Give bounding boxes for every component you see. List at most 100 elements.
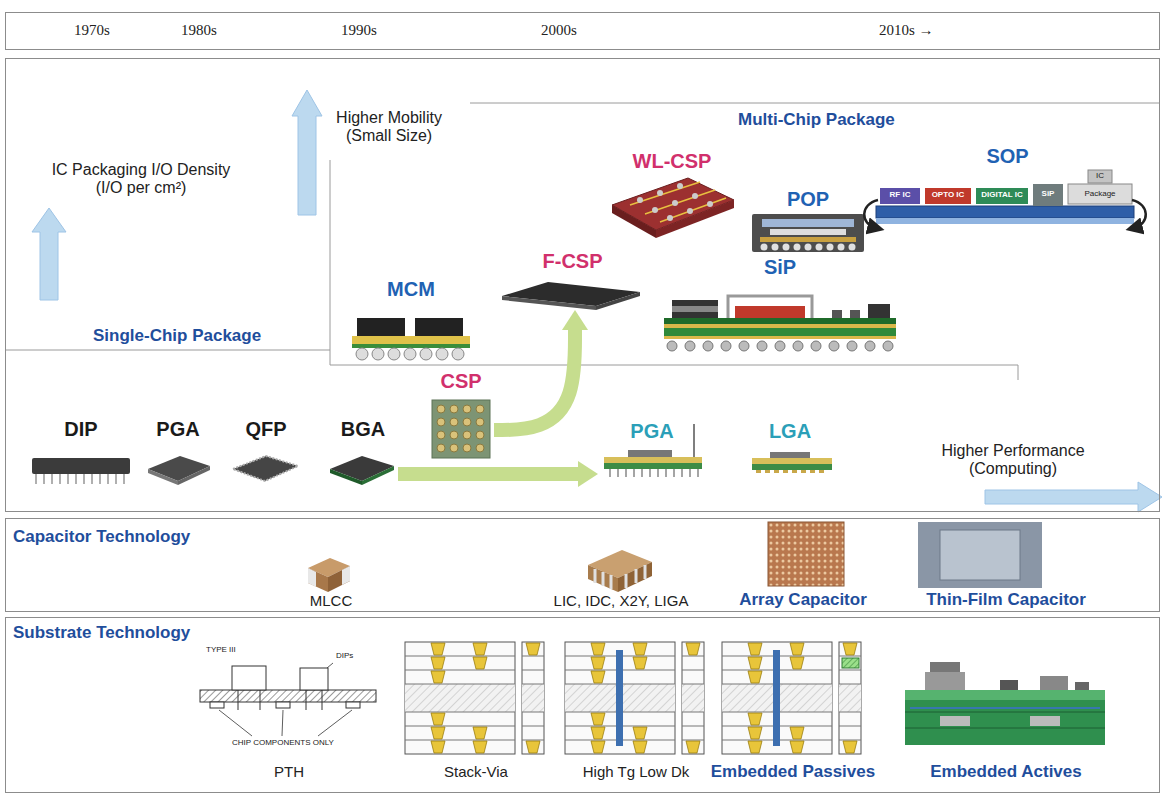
mcm-picture [372, 348, 384, 360]
wlcsp-picture [630, 182, 726, 222]
pop-picture [752, 214, 864, 252]
embedded-passives-picture [842, 658, 859, 668]
sop-picture [876, 218, 1134, 224]
packaging-panel: IC Packaging I/O Density (I/O per cm²)Hi… [5, 58, 1160, 512]
timeline-label: 2000s [541, 22, 577, 39]
sip-picture [703, 341, 713, 351]
mcm-picture [360, 320, 362, 336]
fine-print: DIGITAL IC [981, 191, 1022, 200]
sip-picture [728, 296, 812, 318]
wlcsp-picture [672, 200, 678, 206]
package-label: LGA [769, 420, 811, 442]
csp-picture [476, 444, 484, 452]
flow-arrow [494, 326, 575, 430]
sip-picture [865, 341, 875, 351]
flow-arrow [398, 467, 582, 481]
sip-picture [672, 300, 718, 306]
mlcc-picture [308, 568, 316, 587]
bga-picture [330, 469, 362, 485]
package-label: PGA [630, 420, 673, 442]
sip-picture [847, 341, 857, 351]
csp-picture [450, 405, 458, 413]
package-item: POP [750, 186, 866, 254]
sip-picture [664, 328, 896, 336]
pga-substrate-picture [610, 469, 698, 477]
wlcsp-picture [612, 205, 656, 238]
package-item: F-CSP [500, 248, 645, 310]
mcm-picture [352, 344, 470, 348]
sop-picture [1088, 170, 1112, 183]
pop-picture [761, 244, 856, 251]
pth-board-picture [238, 690, 322, 710]
embedded-actives-picture [910, 707, 1100, 709]
embedded-actives-picture [1040, 676, 1068, 690]
package-label: MCM [387, 278, 435, 300]
timeline-header: 1970s1980s1990s2000s2010s → [5, 12, 1160, 50]
lga-picture [801, 470, 806, 473]
qfp-picture [233, 456, 298, 481]
pop-picture [849, 244, 856, 251]
dip-picture [32, 458, 130, 474]
csp-picture [437, 405, 484, 452]
sip-picture [664, 296, 896, 351]
wlcsp-picture [612, 178, 734, 238]
pth-board-picture [276, 702, 290, 708]
embedded-actives-picture [905, 700, 1105, 745]
sip-picture [672, 306, 718, 312]
wlcsp-picture [692, 193, 698, 199]
package-label: DIP [64, 418, 97, 440]
csp-picture [463, 418, 471, 426]
sip-picture [775, 341, 785, 351]
item-caption: Embedded Passives [711, 762, 875, 782]
pop-picture [838, 244, 845, 251]
item-caption: Thin-Film Capacitor [926, 590, 1086, 610]
embedded-passives-picture [722, 642, 861, 754]
item-caption: Array Capacitor [739, 590, 867, 610]
thin-film-capacitor-picture [918, 522, 1042, 588]
embedded-actives-picture [1030, 716, 1060, 726]
region-heading: Single-Chip Package [93, 326, 261, 346]
mcm-picture [356, 348, 368, 360]
pth-board-picture [200, 690, 376, 702]
mlcc-picture [308, 568, 328, 592]
pth-board-picture [200, 663, 376, 736]
item-caption: MLCC [310, 592, 353, 609]
package-item: SiP [660, 254, 900, 364]
mlcc-picture [308, 558, 350, 592]
pop-picture [762, 219, 854, 227]
fine-print: SiP [1042, 190, 1055, 199]
embedded-actives-picture [905, 662, 1105, 745]
csp-picture [476, 405, 484, 413]
embedded-actives-picture [905, 712, 1105, 728]
csp-picture [463, 405, 471, 413]
mcm-picture [352, 318, 470, 360]
sip-picture [664, 336, 896, 339]
stack-via-picture [405, 642, 544, 754]
bga-picture [330, 456, 394, 485]
csp-picture [463, 431, 471, 439]
sip-picture [664, 324, 896, 328]
high-tg-picture [565, 642, 704, 754]
sip-picture [811, 341, 821, 351]
sip-picture [832, 310, 842, 318]
dip-picture [32, 458, 130, 484]
sip-picture [793, 341, 803, 351]
capacitor-panel: Capacitor TechnologyMLCCLIC, IDC, X2Y, L… [5, 518, 1160, 612]
substrate-panel: Substrate TechnologyPTHStack-ViaHigh Tg … [5, 617, 1160, 793]
high-tg-picture [565, 642, 704, 754]
dip-picture [36, 474, 124, 484]
bga-picture [330, 456, 394, 481]
embedded-actives-picture [925, 672, 965, 690]
trend-arrow [32, 90, 1162, 512]
trend-arrow [32, 208, 66, 300]
lga-picture [752, 452, 832, 473]
package-item: BGA [328, 416, 398, 488]
axis-label: IC Packaging I/O Density (I/O per cm²) [41, 161, 241, 198]
single-chip-region: Single-Chip PackageCSPDIPPGAQFPBGAPGALGA [5, 350, 1018, 510]
panel-heading: Substrate Technology [13, 623, 190, 643]
package-label: SiP [764, 256, 796, 278]
sip-picture [721, 341, 731, 351]
bga-picture [362, 466, 394, 485]
item-caption: LIC, IDC, X2Y, LIGA [554, 592, 689, 609]
fine-print: CHIP COMPONENTS ONLY [232, 739, 334, 748]
